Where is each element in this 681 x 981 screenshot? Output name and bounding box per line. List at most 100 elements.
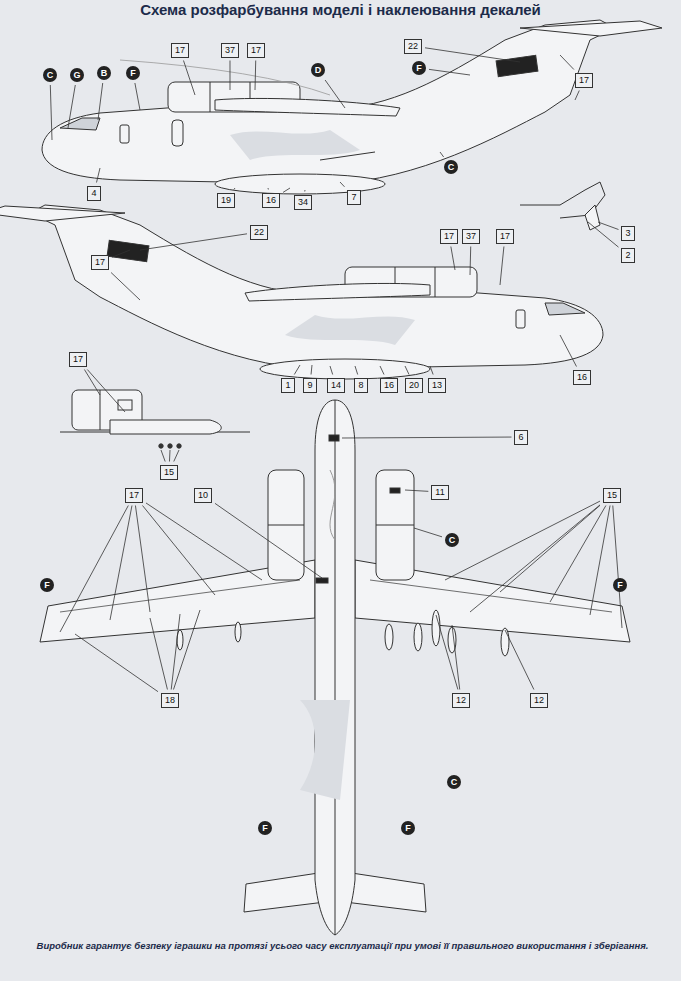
leader-line (575, 91, 579, 101)
callout-number: 1 (281, 378, 294, 393)
leader-line (255, 61, 257, 91)
leader-line (50, 85, 52, 140)
caption: Виробник гарантує безпеку іграшки на про… (30, 940, 655, 952)
callout-text: 17 (129, 490, 139, 500)
leader-line (470, 505, 600, 612)
plan-view (40, 400, 630, 935)
leader-line (229, 61, 230, 91)
leader-line (161, 450, 165, 462)
callout-number: 17 (575, 73, 593, 88)
leader-line (425, 48, 520, 62)
color-letter: F (617, 581, 623, 590)
callout-number: 17 (440, 229, 458, 244)
leader-line (183, 61, 195, 96)
leader-line (234, 188, 235, 190)
color-letter: F (44, 581, 50, 590)
callout-number: 8 (354, 378, 367, 393)
callout-number: 17 (496, 229, 514, 244)
color-letter: F (130, 69, 136, 78)
color-code-circle: G (70, 68, 84, 82)
title: Схема розфарбування моделі і наклеювання… (0, 1, 681, 18)
leader-line (112, 250, 130, 257)
leader-line (550, 506, 606, 603)
callout-text: 16 (384, 380, 394, 390)
color-code-circle: F (258, 821, 272, 835)
callout-text: 16 (266, 195, 276, 205)
color-letter: F (262, 824, 268, 833)
color-code-circle: C (447, 775, 461, 789)
callout-text: 19 (221, 195, 231, 205)
leader-line (171, 614, 180, 690)
leader-line (174, 450, 179, 462)
callout-number: 15 (603, 488, 621, 503)
leader-line (215, 503, 322, 578)
callout-text: 10 (198, 490, 208, 500)
callout-text: 22 (408, 41, 418, 51)
side-view (42, 20, 662, 194)
callout-number: 22 (250, 225, 268, 240)
callout-text: 17 (95, 257, 105, 267)
callout-text: 17 (579, 75, 589, 85)
leader-line (588, 222, 618, 247)
leader-line (560, 335, 576, 367)
callout-number: 15 (160, 465, 178, 480)
leader-line (342, 437, 511, 439)
callout-number: 34 (294, 195, 312, 210)
color-letter: C (451, 778, 458, 787)
leader-line (445, 501, 600, 580)
callout-text: 18 (165, 695, 175, 705)
leader-line (430, 366, 433, 375)
callout-text: 37 (466, 231, 476, 241)
callout-text: 12 (534, 695, 544, 705)
callout-number: 6 (514, 430, 527, 445)
callout-text: 15 (607, 490, 617, 500)
callout-text: 4 (91, 188, 96, 198)
color-code-circle: F (126, 66, 140, 80)
callout-number: 17 (69, 352, 87, 367)
callout-number: 13 (428, 378, 446, 393)
leader-line (470, 247, 472, 276)
leader-line (405, 366, 409, 375)
leader-line (440, 152, 444, 157)
leader-line (135, 506, 150, 613)
callout-number: 11 (431, 485, 448, 500)
leader-line (380, 366, 384, 375)
leader-line (268, 188, 269, 190)
detail-view (60, 390, 250, 448)
callout-text: 11 (435, 487, 444, 497)
callout-number: 12 (530, 693, 548, 708)
leader-line (98, 83, 103, 120)
leader-line (68, 85, 75, 128)
callout-text: 37 (225, 45, 235, 55)
leader-line (414, 528, 442, 537)
side-view (0, 205, 603, 379)
callout-text: 12 (456, 695, 466, 705)
leader-line (304, 190, 305, 192)
callout-text: 22 (254, 227, 264, 237)
callout-text: 17 (500, 231, 510, 241)
callout-text: 2 (625, 250, 630, 260)
callout-number: 20 (405, 378, 423, 393)
callout-number: 12 (452, 693, 470, 708)
callout-number: 3 (621, 226, 634, 241)
leader-line (500, 505, 600, 592)
color-letter: F (416, 64, 422, 73)
leader-line (60, 506, 128, 633)
leader-line (173, 610, 200, 690)
leader-line (146, 503, 262, 580)
leader-line (436, 615, 458, 690)
callout-text: 34 (298, 197, 308, 207)
leader-line (84, 370, 100, 396)
leader-line (135, 83, 140, 110)
leader-line (451, 247, 455, 271)
callout-text: 17 (73, 354, 83, 364)
callout-text: 3 (625, 228, 630, 238)
color-code-circle: B (97, 66, 111, 80)
callout-text: 7 (351, 192, 356, 202)
callout-number: 17 (125, 488, 143, 503)
callout-number: 19 (217, 193, 235, 208)
callout-text: 14 (331, 380, 341, 390)
leader-line (75, 634, 158, 692)
callout-number: 16 (380, 378, 398, 393)
